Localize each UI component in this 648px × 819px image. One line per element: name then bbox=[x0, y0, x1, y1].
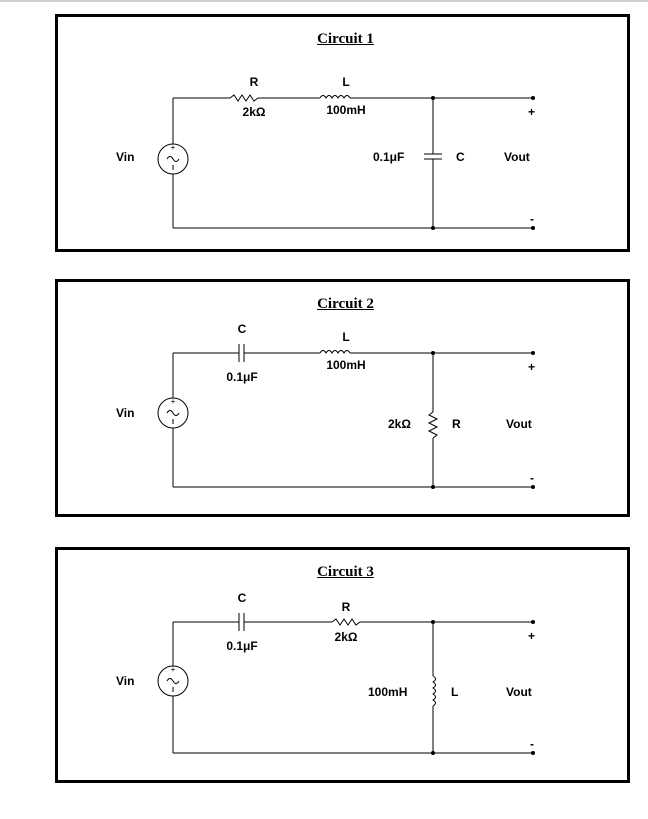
series2-label: L bbox=[342, 75, 350, 89]
ac-source-symbol: + bbox=[157, 143, 189, 175]
series1-label: C bbox=[237, 591, 247, 605]
circuit-2-panel: + Circuit 2 C 0.1μF L 100mH 2kΩ R Vin Vo… bbox=[55, 279, 630, 517]
vout-label: Vout bbox=[506, 685, 532, 699]
inductor-symbol bbox=[432, 675, 436, 707]
vout-minus-terminal bbox=[531, 751, 535, 755]
circuit-1-panel: + Circuit 1 R 2kΩ L 100mH 0.1μF C Vin Vo… bbox=[55, 14, 630, 252]
vout-label: Vout bbox=[506, 417, 532, 431]
shunt-value: 2kΩ bbox=[388, 417, 411, 431]
capacitor-symbol bbox=[424, 153, 442, 160]
plus-sign: + bbox=[528, 629, 536, 643]
circuit-title: Circuit 1 bbox=[317, 31, 374, 47]
series1-value: 0.1μF bbox=[226, 639, 258, 653]
junction-dot bbox=[431, 751, 435, 755]
series1-label: R bbox=[249, 75, 259, 89]
series1-value: 0.1μF bbox=[226, 370, 258, 384]
series2-value: 100mH bbox=[326, 103, 366, 117]
ac-source-symbol: + bbox=[157, 665, 189, 697]
vout-plus-terminal bbox=[531, 620, 535, 624]
junction-dot bbox=[431, 485, 435, 489]
resistor-symbol bbox=[427, 411, 439, 439]
svg-text:+: + bbox=[171, 665, 176, 674]
inductor-symbol bbox=[319, 95, 351, 99]
svg-text:+: + bbox=[171, 143, 176, 152]
vin-label: Vin bbox=[116, 674, 135, 688]
shunt-label: L bbox=[451, 685, 459, 699]
series2-value: 100mH bbox=[326, 358, 366, 372]
series2-value: 2kΩ bbox=[334, 630, 358, 644]
shunt-value: 0.1μF bbox=[373, 150, 405, 164]
circuit-title: Circuit 3 bbox=[317, 564, 374, 580]
plus-sign: + bbox=[528, 360, 536, 374]
circuit-title: Circuit 2 bbox=[317, 296, 374, 312]
minus-sign: - bbox=[530, 471, 534, 485]
vin-label: Vin bbox=[116, 406, 135, 420]
minus-sign: - bbox=[530, 737, 534, 751]
resistor-symbol bbox=[229, 94, 259, 102]
inductor-symbol bbox=[319, 350, 351, 354]
vout-plus-terminal bbox=[531, 96, 535, 100]
circuit-3-schematic: + bbox=[157, 613, 535, 755]
circuit-3-panel: + Circuit 3 C 0.1μF R 2kΩ 100mH L Vin Vo… bbox=[55, 547, 630, 783]
series1-value: 2kΩ bbox=[242, 105, 266, 119]
vin-label: Vin bbox=[116, 150, 135, 164]
vout-minus-terminal bbox=[531, 485, 535, 489]
series2-label: R bbox=[341, 600, 351, 614]
series2-label: L bbox=[342, 330, 350, 344]
circuit-2-schematic: + bbox=[157, 344, 535, 489]
page-top-rule bbox=[0, 0, 648, 2]
series1-label: C bbox=[237, 322, 247, 336]
minus-sign: - bbox=[530, 212, 534, 226]
capacitor-symbol bbox=[238, 613, 245, 631]
capacitor-symbol bbox=[238, 344, 245, 362]
shunt-label: C bbox=[456, 150, 465, 164]
svg-text:+: + bbox=[171, 397, 176, 406]
junction-dot bbox=[431, 226, 435, 230]
circuit-1-schematic: + bbox=[157, 94, 535, 230]
shunt-label: R bbox=[452, 417, 461, 431]
vout-minus-terminal bbox=[531, 226, 535, 230]
resistor-symbol bbox=[331, 618, 361, 626]
vout-plus-terminal bbox=[531, 351, 535, 355]
ac-source-symbol: + bbox=[157, 397, 189, 429]
vout-label: Vout bbox=[504, 150, 530, 164]
shunt-value: 100mH bbox=[368, 685, 408, 699]
plus-sign: + bbox=[528, 105, 536, 119]
